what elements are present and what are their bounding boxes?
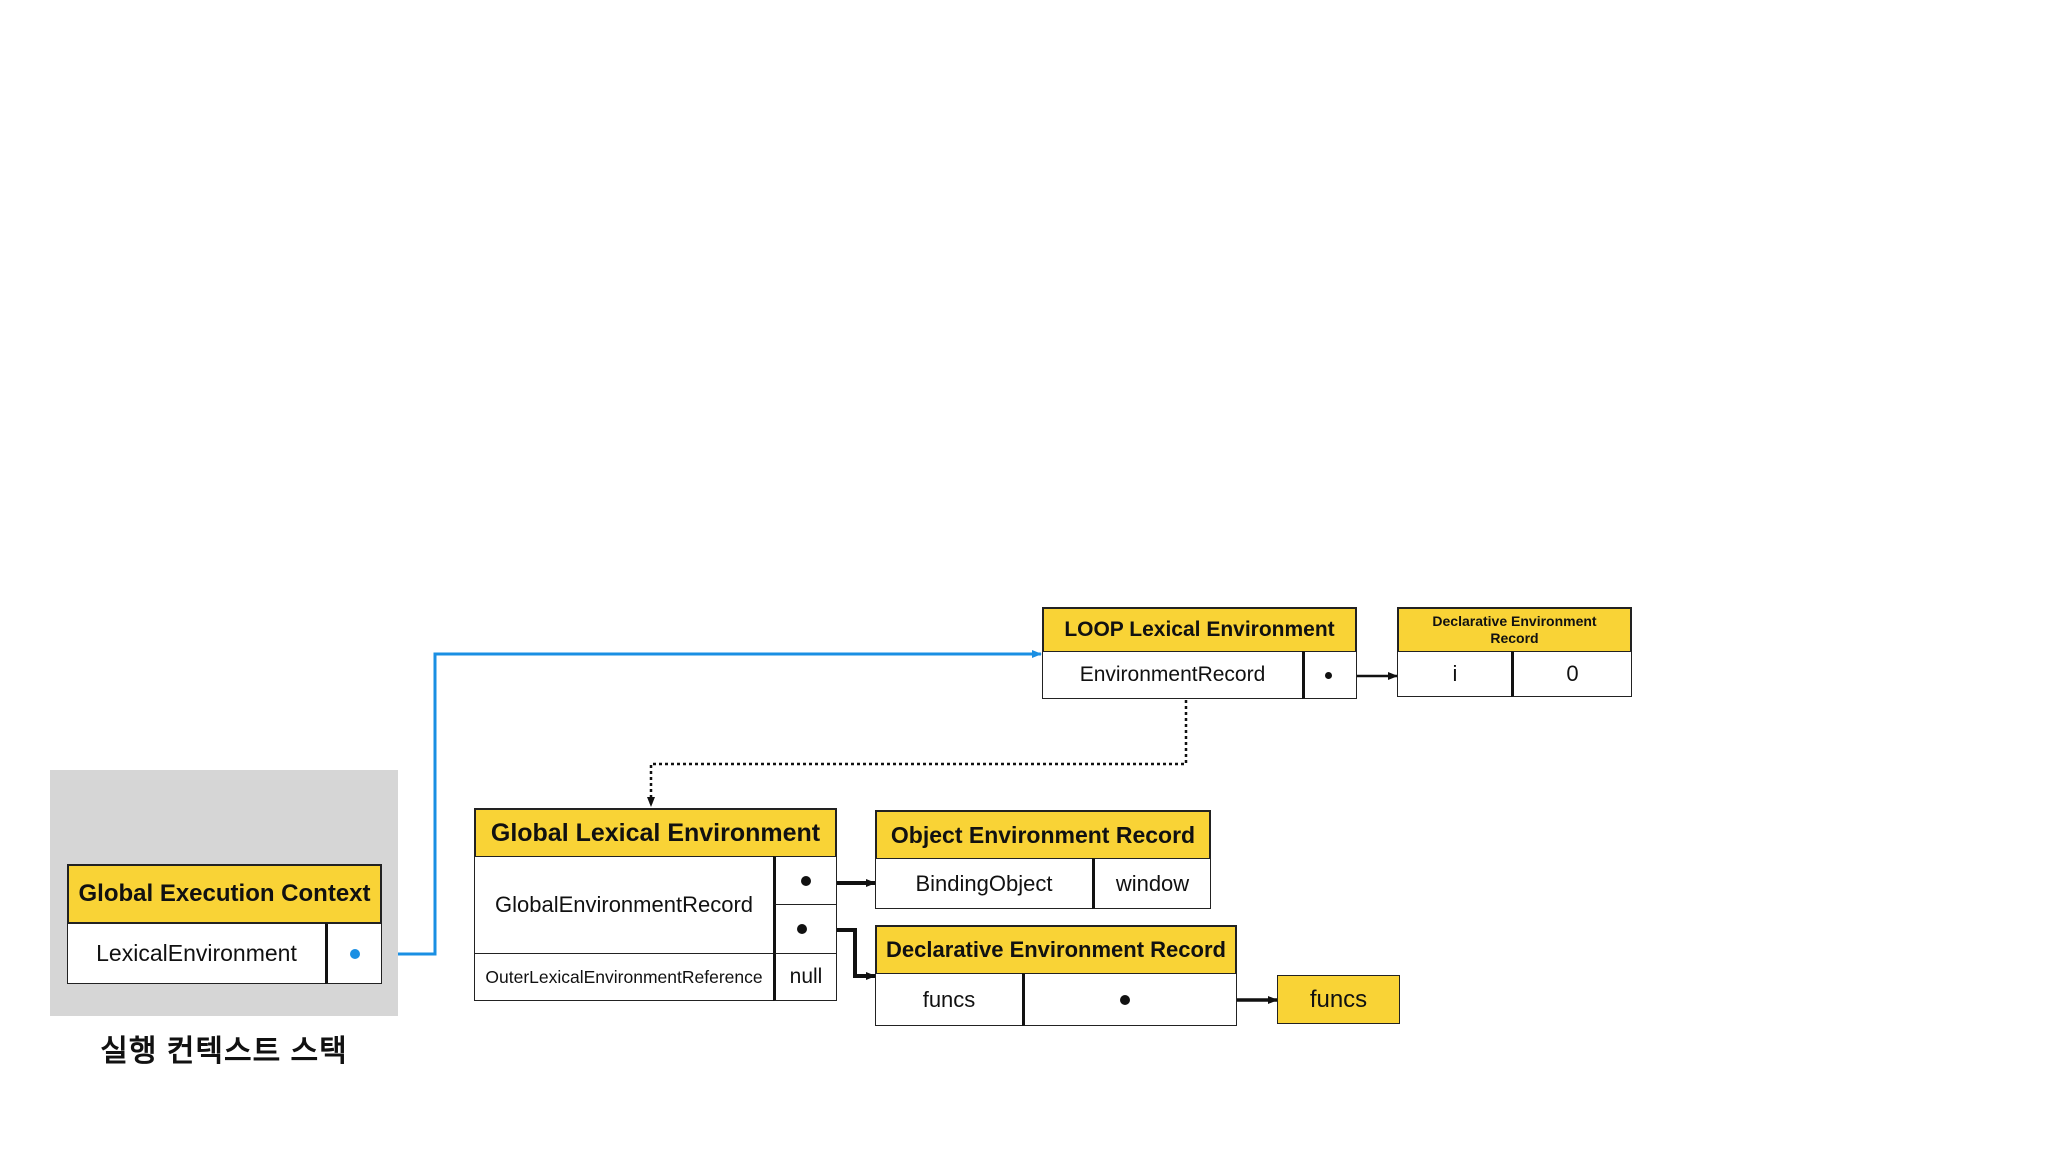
loop-environment-record-cell: EnvironmentRecord [1042, 651, 1303, 699]
binding-object-value-cell: window [1092, 858, 1211, 909]
outer-reference-value: null [789, 965, 823, 988]
loop-declarative-record-header: Declarative Environment Record [1397, 607, 1632, 653]
global-environment-record-label: GlobalEnvironmentRecord [494, 892, 754, 917]
funcs-binding-label: funcs [922, 986, 976, 1012]
outer-reference-cell: OuterLexicalEnvironmentReference [474, 953, 774, 1001]
loop-environment-record-pointer-cell [1302, 651, 1357, 699]
global-lexical-environment-title: Global Lexical Environment [490, 818, 821, 847]
loop-lexical-environment-title: LOOP Lexical Environment [1064, 618, 1335, 641]
pointer-dot [1325, 671, 1332, 679]
binding-object-value: window [1115, 870, 1190, 896]
pointer-dot [1120, 994, 1130, 1005]
binding-object-label: BindingObject [915, 870, 1053, 896]
global-lexical-environment-header: Global Lexical Environment [474, 808, 837, 858]
declarative-environment-record-header: Declarative Environment Record [875, 925, 1237, 975]
pointer-dot [349, 948, 360, 959]
loop-binding-name-cell: i [1397, 651, 1513, 697]
outer-reference-label: OuterLexicalEnvironmentReference [485, 966, 763, 987]
lexical-environment-pointer-cell [325, 923, 382, 984]
global-execution-context-title: Global Execution Context [78, 880, 371, 907]
binding-object-cell: BindingObject [875, 858, 1093, 909]
global-environment-record-cell: GlobalEnvironmentRecord [474, 856, 774, 954]
global-record-object-pointer-cell [773, 856, 837, 905]
loop-outer-reference-arrow [647, 700, 1188, 807]
loop-binding-value-cell: 0 [1511, 651, 1632, 697]
loop-environment-record-label: EnvironmentRecord [1079, 663, 1266, 686]
global-record-decl-pointer-cell [773, 904, 837, 954]
lexical-environment-label: LexicalEnvironment [96, 940, 297, 966]
outer-reference-value-cell: null [773, 953, 837, 1001]
pointer-dot [797, 924, 807, 934]
stack-caption: 실행 컨텍스트 스택 [100, 1035, 348, 1068]
funcs-array-label: funcs [1309, 985, 1368, 1013]
object-environment-record-header: Object Environment Record [875, 810, 1211, 860]
loop-lexical-environment-header: LOOP Lexical Environment [1042, 607, 1357, 653]
declarative-environment-record-title: Declarative Environment Record [886, 937, 1226, 962]
funcs-binding-pointer-cell [1022, 973, 1237, 1026]
pointer-dot [801, 875, 811, 886]
global-execution-context-header: Global Execution Context [67, 864, 382, 924]
loop-declarative-record-title: Declarative Environment Record [1432, 613, 1597, 646]
object-environment-record-title: Object Environment Record [890, 821, 1196, 848]
lexical-environment-cell: LexicalEnvironment [67, 923, 326, 984]
loop-binding-value: 0 [1566, 661, 1579, 686]
loop-binding-name: i [1452, 661, 1458, 686]
funcs-binding-cell: funcs [875, 973, 1023, 1026]
funcs-array-box: funcs [1277, 975, 1400, 1024]
